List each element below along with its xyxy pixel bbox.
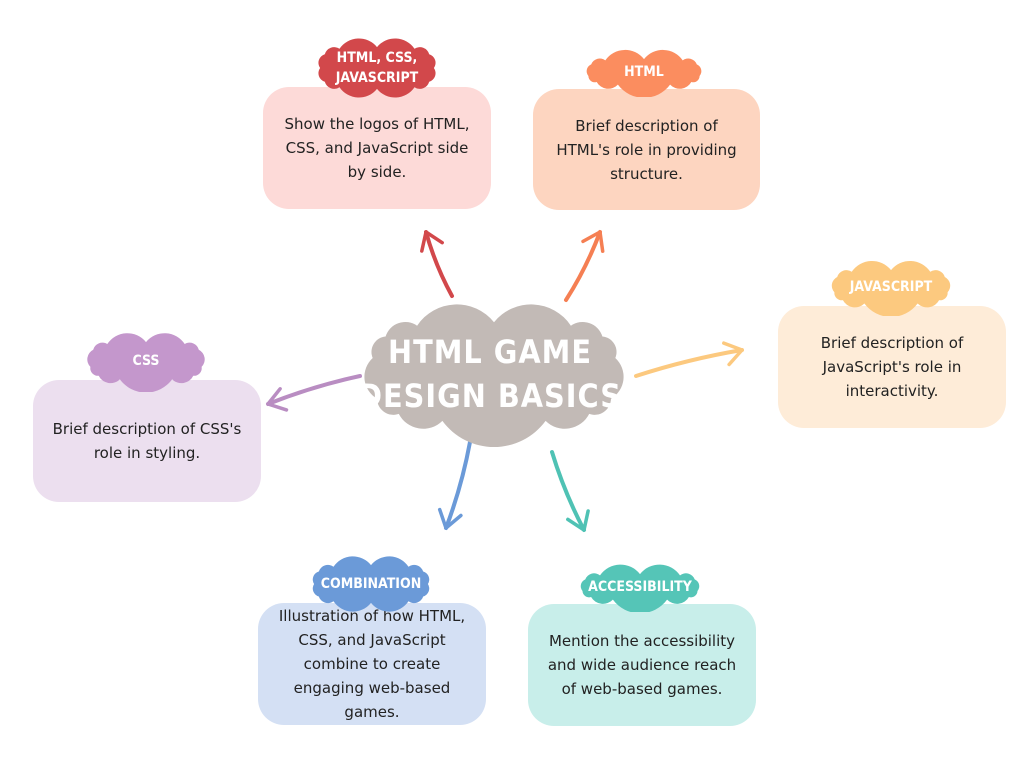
- javascript-description-box: Brief description of JavaScript's role i…: [778, 306, 1006, 428]
- center-title-line-1: HTML GAME: [388, 333, 592, 371]
- combination-description-box: Illustration of how HTML, CSS, and JavaS…: [258, 603, 486, 725]
- javascript-tag-cloud: [831, 260, 951, 316]
- combination-arrow: [437, 440, 472, 530]
- accessibility-arrow-head: [566, 509, 590, 532]
- html-tag-label: HTML: [624, 64, 664, 80]
- logos-tag-cloud: [318, 38, 436, 98]
- html-arrow: [564, 230, 605, 302]
- accessibility-description: Mention the accessibility and wide audie…: [547, 632, 737, 698]
- accessibility-description-box: Mention the accessibility and wide audie…: [528, 604, 756, 726]
- combination-tag-label: COMBINATION: [320, 576, 422, 592]
- html-arrow-shaft: [564, 230, 602, 302]
- javascript-arrow: [634, 341, 744, 378]
- css-arrow-head: [266, 387, 289, 412]
- javascript-tag-label: JAVASCRIPT: [849, 279, 933, 295]
- javascript-arrow-shaft: [634, 348, 744, 378]
- accessibility-arrow-shaft: [550, 450, 586, 532]
- logos-tag-line-1: HTML, CSS,: [336, 50, 418, 66]
- logos-tag-line-2: JAVASCRIPT: [335, 70, 419, 86]
- css-arrow-shaft: [266, 374, 362, 406]
- html-arrow-head: [581, 230, 605, 253]
- javascript-arrow-head: [722, 341, 744, 367]
- javascript-description: Brief description of JavaScript's role i…: [820, 334, 964, 400]
- html-tag: HTML: [576, 47, 712, 97]
- css-description: Brief description of CSS's role in styli…: [52, 420, 242, 462]
- logos-tag: HTML, CSS, JAVASCRIPT: [308, 35, 446, 101]
- html-description: Brief description of HTML's role in prov…: [556, 116, 737, 183]
- combination-description: Illustration of how HTML, CSS, and JavaS…: [278, 607, 466, 721]
- html-description-box: Brief description of HTML's role in prov…: [533, 89, 760, 210]
- javascript-tag: JAVASCRIPT: [822, 258, 960, 316]
- css-tag-cloud: [87, 333, 205, 392]
- arrows-layer: [266, 230, 744, 532]
- logos-arrow-head: [420, 230, 444, 253]
- center-title-line-2: DESIGN BASICS: [358, 377, 622, 415]
- logos-description: Show the logos of HTML, CSS, and JavaScr…: [284, 115, 470, 181]
- center-cloud: [364, 304, 624, 448]
- css-tag: CSS: [78, 330, 214, 392]
- accessibility-tag: ACCESSIBILITY: [570, 562, 710, 612]
- accessibility-tag-label: ACCESSIBILITY: [588, 579, 692, 595]
- accessibility-tag-cloud: [580, 564, 700, 612]
- logos-arrow-shaft: [424, 230, 454, 298]
- logos-arrow: [420, 230, 454, 298]
- center-title: HTML GAME DESIGN BASICS: [340, 318, 640, 430]
- logos-description-box: Show the logos of HTML, CSS, and JavaScr…: [263, 87, 491, 209]
- logos-tag-label: HTML, CSS, JAVASCRIPT: [308, 35, 446, 101]
- accessibility-arrow: [550, 450, 590, 532]
- combination-arrow-head: [437, 507, 463, 530]
- css-tag-label: CSS: [132, 353, 160, 369]
- html-tag-cloud: [586, 49, 702, 97]
- combination-arrow-shaft: [444, 440, 472, 530]
- css-description-box: Brief description of CSS's role in styli…: [33, 380, 261, 502]
- css-arrow: [266, 374, 362, 412]
- combination-tag-cloud: [312, 556, 430, 612]
- combination-tag: COMBINATION: [302, 553, 440, 615]
